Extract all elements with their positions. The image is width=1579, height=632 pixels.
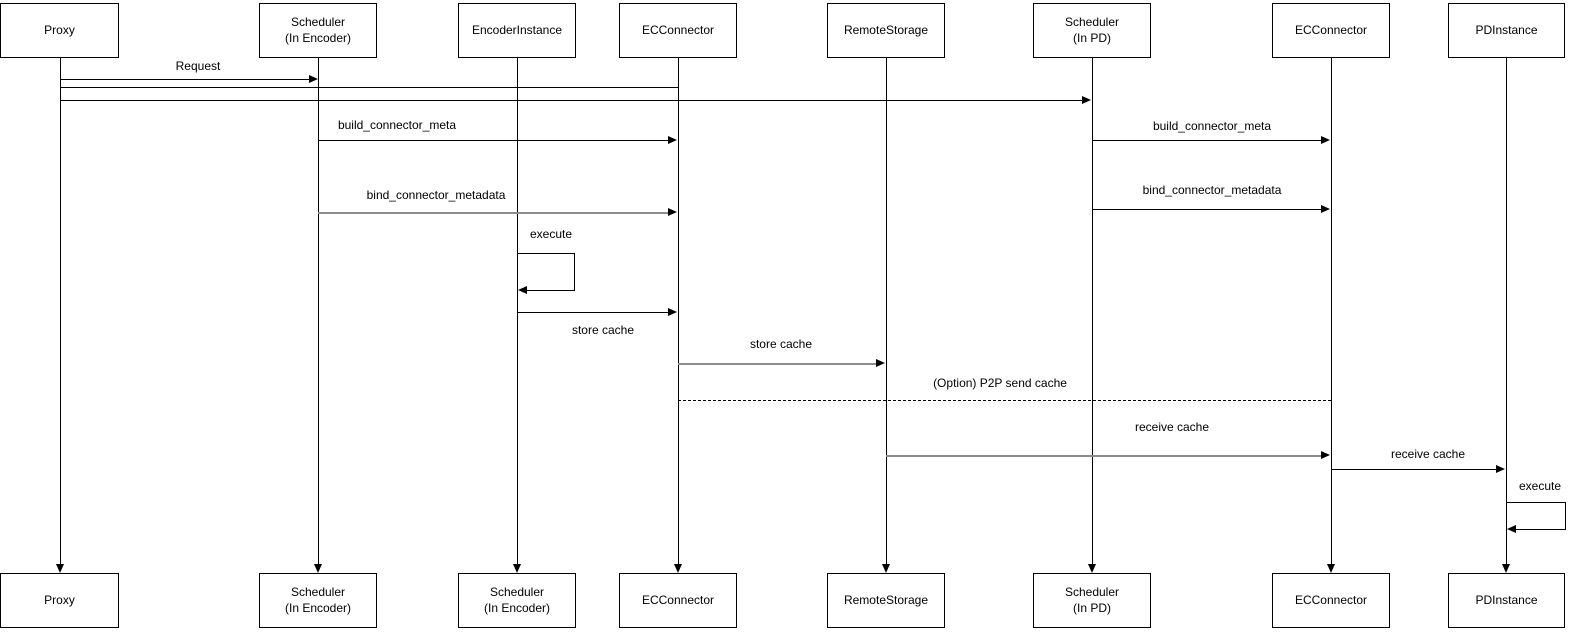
- message-receive-cache-remote-label: receive cache: [1134, 420, 1210, 434]
- message-execute-encoder-loop-right: [574, 253, 575, 291]
- actor-bottom-proxy: Proxy: [0, 573, 119, 628]
- actor-top-scheduler-encoder-label: Scheduler (In Encoder): [284, 14, 352, 45]
- message-request-arrowhead-icon: [309, 75, 318, 83]
- actor-top-remote-storage: RemoteStorage: [827, 3, 945, 58]
- message-build-connector-meta-encoder-line: [318, 140, 669, 141]
- message-receive-cache-pd-label: receive cache: [1390, 447, 1466, 461]
- actor-bottom-encoder-instance-label: Scheduler (In Encoder): [483, 584, 551, 615]
- actor-bottom-scheduler-encoder: Scheduler (In Encoder): [259, 573, 377, 628]
- message-bind-connector-metadata-encoder-line: [318, 212, 669, 214]
- message-execute-pd-arrowhead-icon: [1507, 525, 1516, 533]
- actor-bottom-scheduler-pd: Scheduler (In PD): [1033, 573, 1151, 628]
- lifeline-pd-instance-arrowhead-icon: [1502, 564, 1510, 573]
- message-p2p-send-cache-label: (Option) P2P send cache: [933, 376, 1067, 390]
- message-request-label: Request: [175, 59, 221, 73]
- message-receive-cache-pd-arrowhead-icon: [1496, 465, 1505, 473]
- lifeline-ec-connector-arrowhead-icon: [674, 564, 682, 573]
- message-store-cache-remote-line: [678, 363, 877, 365]
- lifeline-encoder-instance-arrowhead-icon: [513, 564, 521, 573]
- actor-top-ec-connector: ECConnector: [619, 3, 737, 58]
- lifeline-remote-storage-arrowhead-icon: [882, 564, 890, 573]
- actor-top-pd-instance: PDInstance: [1448, 3, 1565, 58]
- message-build-connector-meta-pd-line: [1092, 140, 1322, 141]
- actor-bottom-ec-connector: ECConnector: [619, 573, 737, 628]
- lifeline-scheduler-encoder-arrowhead-icon: [314, 564, 322, 573]
- message-receive-cache-remote-line: [886, 455, 1322, 457]
- message-p2p-send-cache-line: [678, 400, 1331, 401]
- actor-bottom-ec-connector-pd-label: ECConnector: [1294, 592, 1368, 607]
- actor-top-ec-connector-pd: ECConnector: [1272, 3, 1390, 58]
- actor-bottom-pd-instance: PDInstance: [1448, 573, 1565, 628]
- actor-bottom-remote-storage: RemoteStorage: [827, 573, 945, 628]
- lifeline-pd-instance: [1506, 58, 1507, 564]
- lifeline-ec-connector-pd-arrowhead-icon: [1327, 564, 1335, 573]
- message-execute-encoder-loop-top: [517, 253, 575, 254]
- actor-bottom-ec-connector-pd: ECConnector: [1272, 573, 1390, 628]
- actor-bottom-encoder-instance: Scheduler (In Encoder): [458, 573, 576, 628]
- actor-bottom-scheduler-pd-label: Scheduler (In PD): [1064, 584, 1120, 615]
- actor-bottom-pd-instance-label: PDInstance: [1475, 592, 1538, 607]
- lifeline-proxy-arrowhead-icon: [56, 564, 64, 573]
- message-build-connector-meta-encoder-label: build_connector_meta: [337, 118, 457, 132]
- message-bind-connector-metadata-pd-label: bind_connector_metadata: [1142, 183, 1282, 197]
- message-execute-pd-label: execute: [1518, 479, 1562, 493]
- actor-top-ec-connector-label: ECConnector: [641, 22, 715, 37]
- actor-bottom-scheduler-encoder-label: Scheduler (In Encoder): [284, 584, 352, 615]
- message-build-connector-meta-encoder-arrowhead-icon: [668, 136, 677, 144]
- actor-top-scheduler-encoder: Scheduler (In Encoder): [259, 3, 377, 58]
- actor-top-remote-storage-label: RemoteStorage: [843, 22, 929, 37]
- lifeline-encoder-instance: [517, 58, 518, 564]
- actor-top-proxy-label: Proxy: [44, 22, 75, 37]
- actor-top-proxy: Proxy: [0, 3, 119, 58]
- lifeline-scheduler-encoder: [318, 58, 319, 564]
- lifeline-scheduler-pd-arrowhead-icon: [1088, 564, 1096, 573]
- message-proxy-forward-pd-arrowhead-icon: [1082, 96, 1091, 104]
- message-store-cache-encoder-line: [517, 312, 669, 313]
- message-request-line: [60, 79, 310, 80]
- message-store-cache-remote-arrowhead-icon: [876, 359, 885, 367]
- message-execute-pd-loop-top: [1506, 502, 1566, 503]
- message-bind-connector-metadata-pd-arrowhead-icon: [1321, 205, 1330, 213]
- message-bind-connector-metadata-pd-line: [1092, 209, 1322, 210]
- message-store-cache-encoder-label: store cache: [571, 323, 635, 337]
- message-execute-pd-loop-right: [1565, 502, 1566, 530]
- actor-bottom-proxy-label: Proxy: [44, 592, 75, 607]
- lifeline-proxy: [60, 58, 61, 564]
- actor-top-scheduler-pd-label: Scheduler (In PD): [1064, 14, 1120, 45]
- actor-bottom-remote-storage-label: RemoteStorage: [843, 592, 929, 607]
- message-execute-encoder-label: execute: [529, 227, 573, 241]
- message-execute-encoder-loop-bottom: [527, 290, 575, 291]
- message-execute-pd-loop-bottom: [1516, 529, 1565, 530]
- message-store-cache-remote-label: store cache: [749, 337, 813, 351]
- actor-top-encoder-instance-label: EncoderInstance: [471, 22, 563, 37]
- message-receive-cache-remote-arrowhead-icon: [1321, 451, 1330, 459]
- lifeline-scheduler-pd: [1092, 58, 1093, 564]
- message-receive-cache-pd-line: [1331, 469, 1497, 470]
- message-proxy-forward-pd-line: [60, 100, 1083, 101]
- actor-top-pd-instance-label: PDInstance: [1475, 22, 1538, 37]
- message-execute-encoder-arrowhead-icon: [518, 286, 527, 294]
- message-proxy-forward-encoder-line: [60, 87, 678, 88]
- message-bind-connector-metadata-encoder-label: bind_connector_metadata: [366, 188, 506, 202]
- actor-top-encoder-instance: EncoderInstance: [458, 3, 576, 58]
- lifeline-remote-storage: [886, 58, 887, 564]
- lifeline-ec-connector: [678, 58, 679, 564]
- message-bind-connector-metadata-encoder-arrowhead-icon: [668, 208, 677, 216]
- actor-bottom-ec-connector-label: ECConnector: [641, 592, 715, 607]
- lifeline-ec-connector-pd: [1331, 58, 1332, 564]
- actor-top-scheduler-pd: Scheduler (In PD): [1033, 3, 1151, 58]
- actor-top-ec-connector-pd-label: ECConnector: [1294, 22, 1368, 37]
- message-build-connector-meta-pd-arrowhead-icon: [1321, 136, 1330, 144]
- message-store-cache-encoder-arrowhead-icon: [668, 308, 677, 316]
- message-build-connector-meta-pd-label: build_connector_meta: [1152, 119, 1272, 133]
